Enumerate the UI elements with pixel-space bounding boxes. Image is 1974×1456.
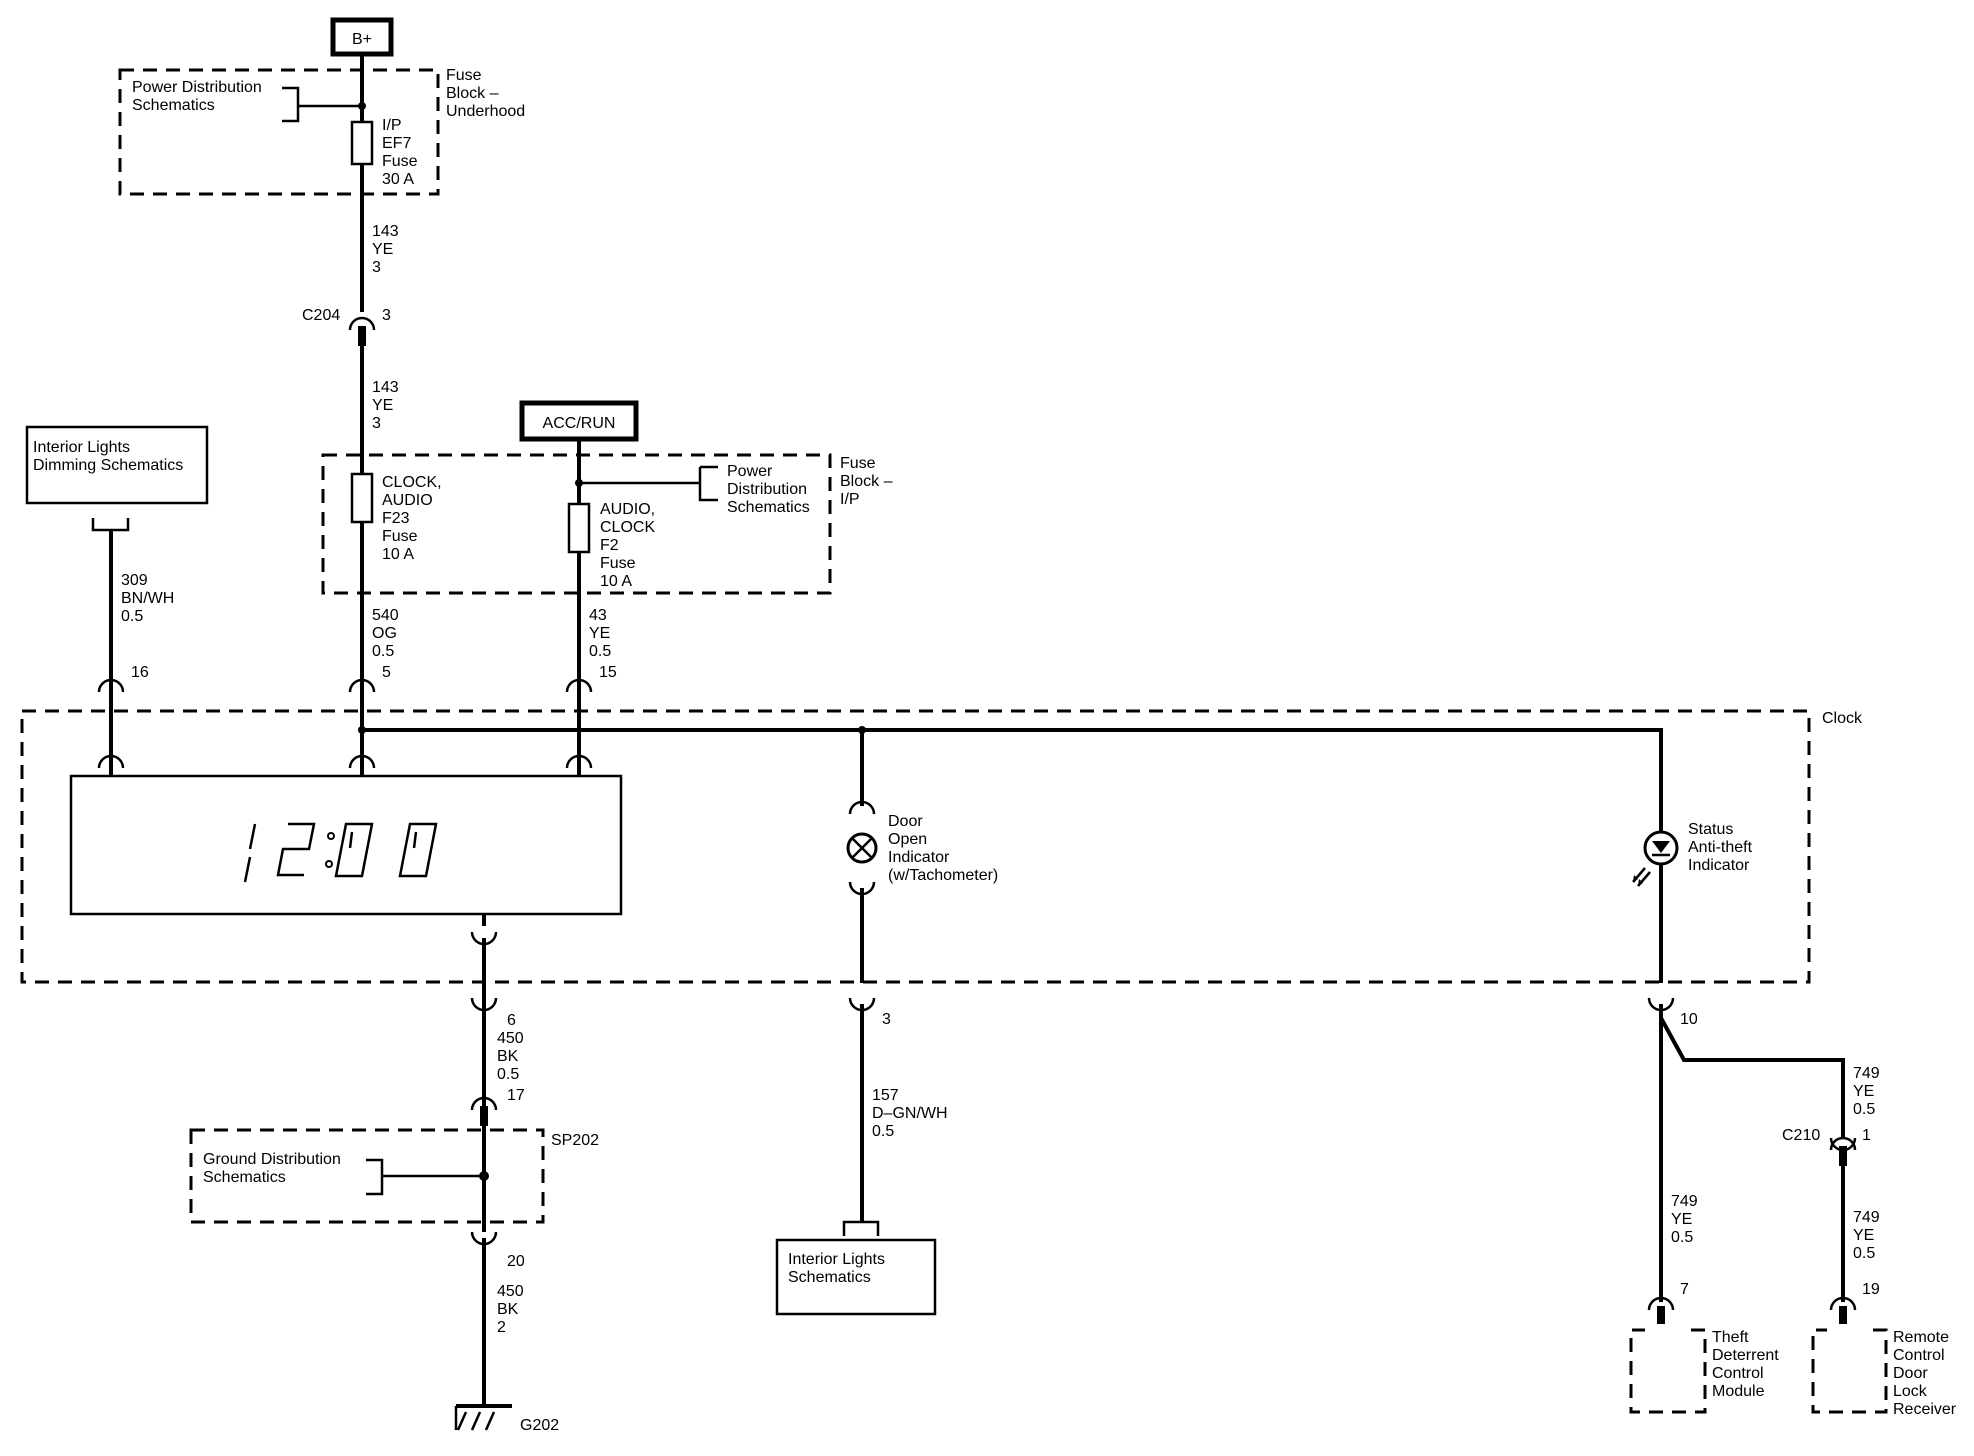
wire-749-a-label: 749 YE 0.5: [1853, 1065, 1884, 1118]
dimming-schematics-ref-box: [25, 425, 209, 505]
pin-15-label: 15: [599, 664, 617, 681]
pin-5-label: 5: [382, 664, 391, 681]
ref-bracket-ground: [366, 1158, 484, 1196]
theft-deterrent-module-outline: [1629, 1328, 1707, 1414]
c204-label: C204: [302, 307, 340, 324]
fuse-block-ip-label: Fuse Block – I/P: [840, 455, 897, 508]
pin-3-label: 3: [882, 1011, 891, 1028]
sp202-label: SP202: [551, 1132, 599, 1149]
wire-157-label: 157 D–GN/WH 0.5: [872, 1087, 952, 1140]
clock-digits-icon: [243, 822, 438, 883]
c204-pin: [358, 326, 366, 346]
accrun-source-label: ACC/RUN: [543, 415, 616, 432]
pin-10-label: 10: [1680, 1011, 1698, 1028]
splice-dot: [358, 726, 366, 734]
ground-symbol-icon: [454, 1404, 512, 1431]
ground-distribution-ref-label: Ground Distribution Schematics: [203, 1151, 345, 1186]
c210-connector: [1829, 1136, 1857, 1166]
fuse-block-underhood-label: Fuse Block – Underhood: [446, 67, 525, 120]
ref-bracket-interior: [842, 1220, 880, 1236]
ref-bracket-ip: [579, 465, 718, 502]
wire-143-top-label: 143 YE 3: [372, 223, 403, 276]
wire-749-b-label: 749 YE 0.5: [1671, 1193, 1702, 1246]
wire-309-label: 309 BN/WH 0.5: [121, 572, 179, 625]
wire-540-label: 540 OG 0.5: [372, 607, 403, 660]
clock-internal-bus: [362, 728, 1663, 983]
c204-pin-label: 3: [382, 307, 391, 324]
wire-450-top-label: 6 450 BK 0.5 17: [497, 1012, 528, 1104]
wire-749-remote: [1659, 1017, 1845, 1130]
g202-label: G202: [520, 1417, 559, 1434]
c210-pin-label: 1: [1862, 1127, 1871, 1144]
ref-bracket-dimming: [91, 518, 130, 532]
power-distribution-ref-ip: Power Distribution Schematics: [727, 463, 811, 516]
power-distribution-ref-underhood: Power Distribution Schematics: [132, 79, 266, 114]
wire-43-label: 43 YE 0.5: [589, 607, 615, 660]
anti-theft-led-icon: [1632, 830, 1679, 887]
theft-deterrent-module-label: Theft Deterrent Control Module: [1712, 1329, 1783, 1400]
interior-lights-ref-box: [775, 1238, 937, 1316]
ref-bracket-underhood: [282, 86, 362, 123]
fuse-f23: [350, 472, 374, 524]
status-anti-theft-label: Status Anti-theft Indicator: [1688, 821, 1756, 874]
door-open-indicator-icon: [846, 800, 878, 896]
fuse-f2-label: AUDIO, CLOCK F2 Fuse 10 A: [600, 501, 660, 590]
clock-input-connectors: [97, 678, 593, 769]
fuse-block-underhood-outline: [118, 68, 440, 196]
remote-receiver-outline: [1811, 1328, 1888, 1414]
remote-receiver-label: Remote Control Door Lock Receiver: [1893, 1329, 1957, 1418]
fuse-f2: [567, 502, 591, 554]
pin-16-label: 16: [131, 664, 149, 681]
wire-450-bottom-label: 20 450 BK 2: [497, 1253, 529, 1336]
interior-lights-ref-label: Interior Lights Schematics: [788, 1251, 889, 1286]
clock-display: [69, 774, 623, 916]
pin-19-label: 19: [1862, 1281, 1880, 1298]
clock-label: Clock: [1822, 710, 1863, 727]
battery-source-label: B+: [352, 31, 372, 48]
fuse-f23-label: CLOCK, AUDIO F23 Fuse 10 A: [382, 474, 446, 563]
wire-143-bottom-label: 143 YE 3: [372, 379, 403, 432]
fuse-ef7-label: I/P EF7 Fuse 30 A: [382, 117, 422, 188]
door-open-indicator-label: Door Open Indicator (w/Tachometer): [888, 813, 998, 884]
fuse-ef7: [350, 120, 374, 166]
sp202-outline: [189, 1128, 545, 1224]
pin-7-label: 7: [1680, 1281, 1689, 1298]
wire-749-c-label: 749 YE 0.5: [1853, 1209, 1884, 1262]
c210-label: C210: [1782, 1127, 1820, 1144]
fuse-block-ip-outline: [321, 453, 832, 595]
dimming-schematics-ref-label: Interior Lights Dimming Schematics: [33, 439, 183, 474]
module-connectors: [1647, 1296, 1857, 1324]
clock-outline: [20, 709, 1811, 984]
c204-connector: [348, 316, 376, 331]
